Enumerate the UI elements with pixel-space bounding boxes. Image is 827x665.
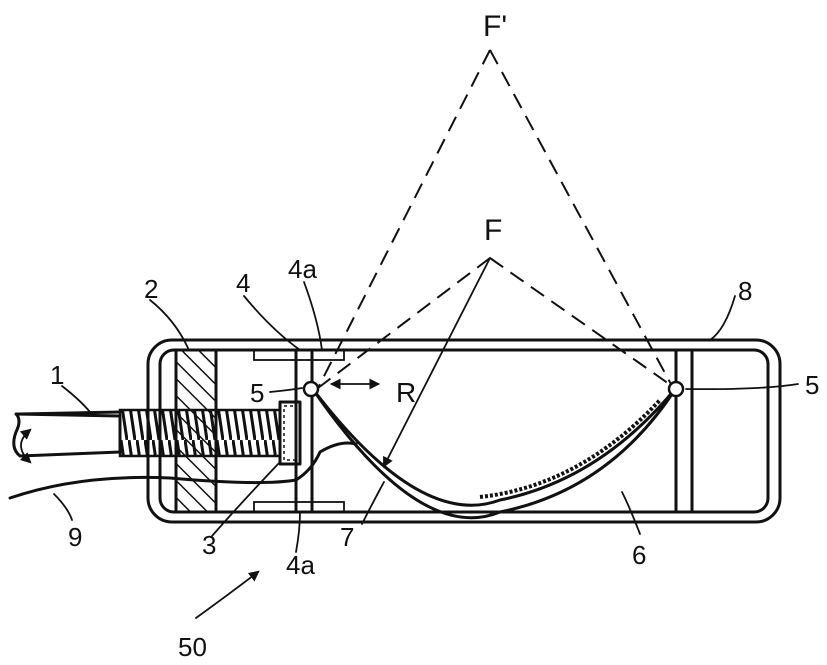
label-3: 3 bbox=[202, 530, 216, 560]
threaded-rod bbox=[14, 402, 300, 464]
carriage-plate bbox=[296, 350, 312, 512]
label-8: 8 bbox=[738, 276, 752, 306]
label-6: 6 bbox=[632, 540, 646, 570]
label-r: R bbox=[396, 377, 416, 408]
ray-far-left bbox=[318, 50, 490, 388]
label-focus-near: F bbox=[484, 214, 502, 247]
ray-near-left bbox=[318, 258, 490, 388]
ray-far-right bbox=[490, 50, 672, 386]
label-7: 7 bbox=[340, 522, 354, 552]
leader-7 bbox=[384, 258, 490, 466]
label-50: 50 bbox=[178, 632, 207, 660]
label-5-right: 5 bbox=[805, 370, 819, 400]
label-4a-bottom: 4a bbox=[286, 550, 315, 580]
label-5-left: 5 bbox=[250, 378, 264, 408]
label-2: 2 bbox=[144, 274, 158, 304]
reflector-outer bbox=[312, 388, 676, 518]
ray-near-right bbox=[490, 258, 672, 386]
label-1: 1 bbox=[50, 360, 64, 390]
pivot-left bbox=[304, 382, 318, 396]
label-4a-top: 4a bbox=[288, 254, 317, 284]
reflector-inner bbox=[312, 388, 676, 505]
right-support bbox=[676, 350, 692, 512]
label-9: 9 bbox=[68, 522, 82, 552]
label-focus-far: F' bbox=[483, 10, 507, 43]
label-4: 4 bbox=[236, 268, 250, 298]
part-labels: F' F 4a 2 4 8 1 5 R 5 9 3 4a 7 6 50 bbox=[50, 10, 819, 660]
pivot-right bbox=[669, 382, 683, 396]
